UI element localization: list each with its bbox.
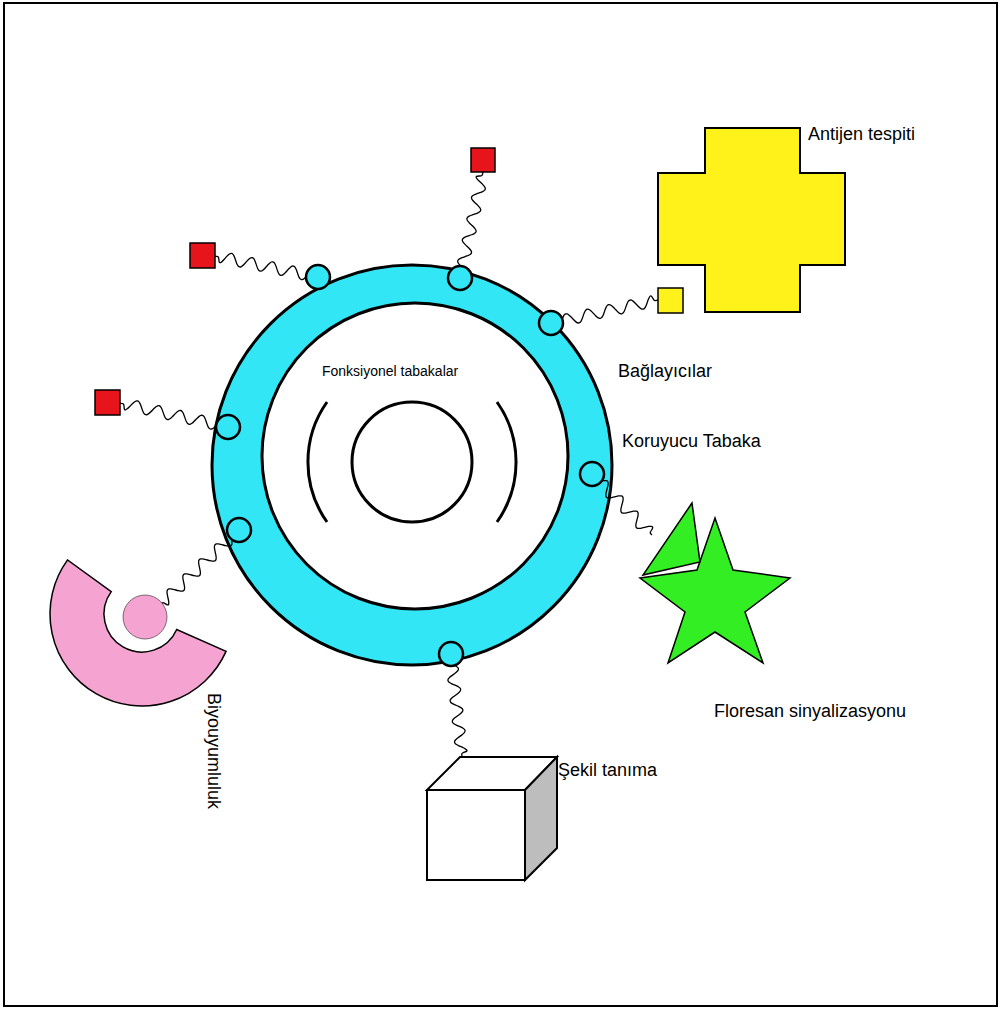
linker-wave	[215, 253, 318, 279]
biocompat-shape	[50, 560, 226, 706]
linker-wave	[446, 654, 467, 757]
cube-side	[525, 757, 557, 880]
antigen-label: Antijen tespiti	[808, 124, 915, 146]
core-circle	[352, 402, 472, 522]
red-ligand	[471, 148, 495, 172]
biocompat-receptor	[50, 560, 226, 706]
anchor-point	[306, 265, 330, 289]
red-ligand	[190, 243, 215, 268]
anchor-point	[448, 266, 472, 290]
layer-arc	[497, 402, 516, 522]
linker-wave	[120, 401, 228, 429]
fluorescent-star	[640, 518, 790, 663]
red-ligand	[95, 390, 120, 415]
fluorescence-label: Floresan sinyalizasyonu	[714, 701, 906, 723]
layer-arc	[308, 402, 327, 522]
anchor-point	[439, 642, 463, 666]
biocompat-ligand	[123, 595, 167, 639]
linker-anchors	[216, 265, 604, 666]
frame	[4, 3, 997, 1006]
layer-label: Fonksiyonel tabakalar	[322, 363, 458, 380]
anchor-point	[539, 311, 563, 335]
linker-wave	[551, 296, 658, 327]
linker-wave	[458, 172, 486, 278]
protective-layer	[212, 265, 612, 665]
linker-wave	[160, 530, 239, 605]
anchor-point	[580, 462, 604, 486]
protective-label: Koruyucu Tabaka	[622, 431, 761, 453]
anchor-point	[216, 415, 240, 439]
linker-label: Bağlayıcılar	[618, 361, 712, 383]
antigen-cross	[658, 128, 845, 312]
biocompat-label: Biyouyumluluk	[202, 693, 224, 809]
anchor-point	[227, 518, 251, 542]
star-wedge	[643, 503, 700, 575]
inner-core	[262, 303, 568, 609]
yellow-ligand	[658, 288, 683, 313]
cube-front	[427, 790, 525, 880]
shape-label: Şekil tanıma	[558, 760, 657, 782]
